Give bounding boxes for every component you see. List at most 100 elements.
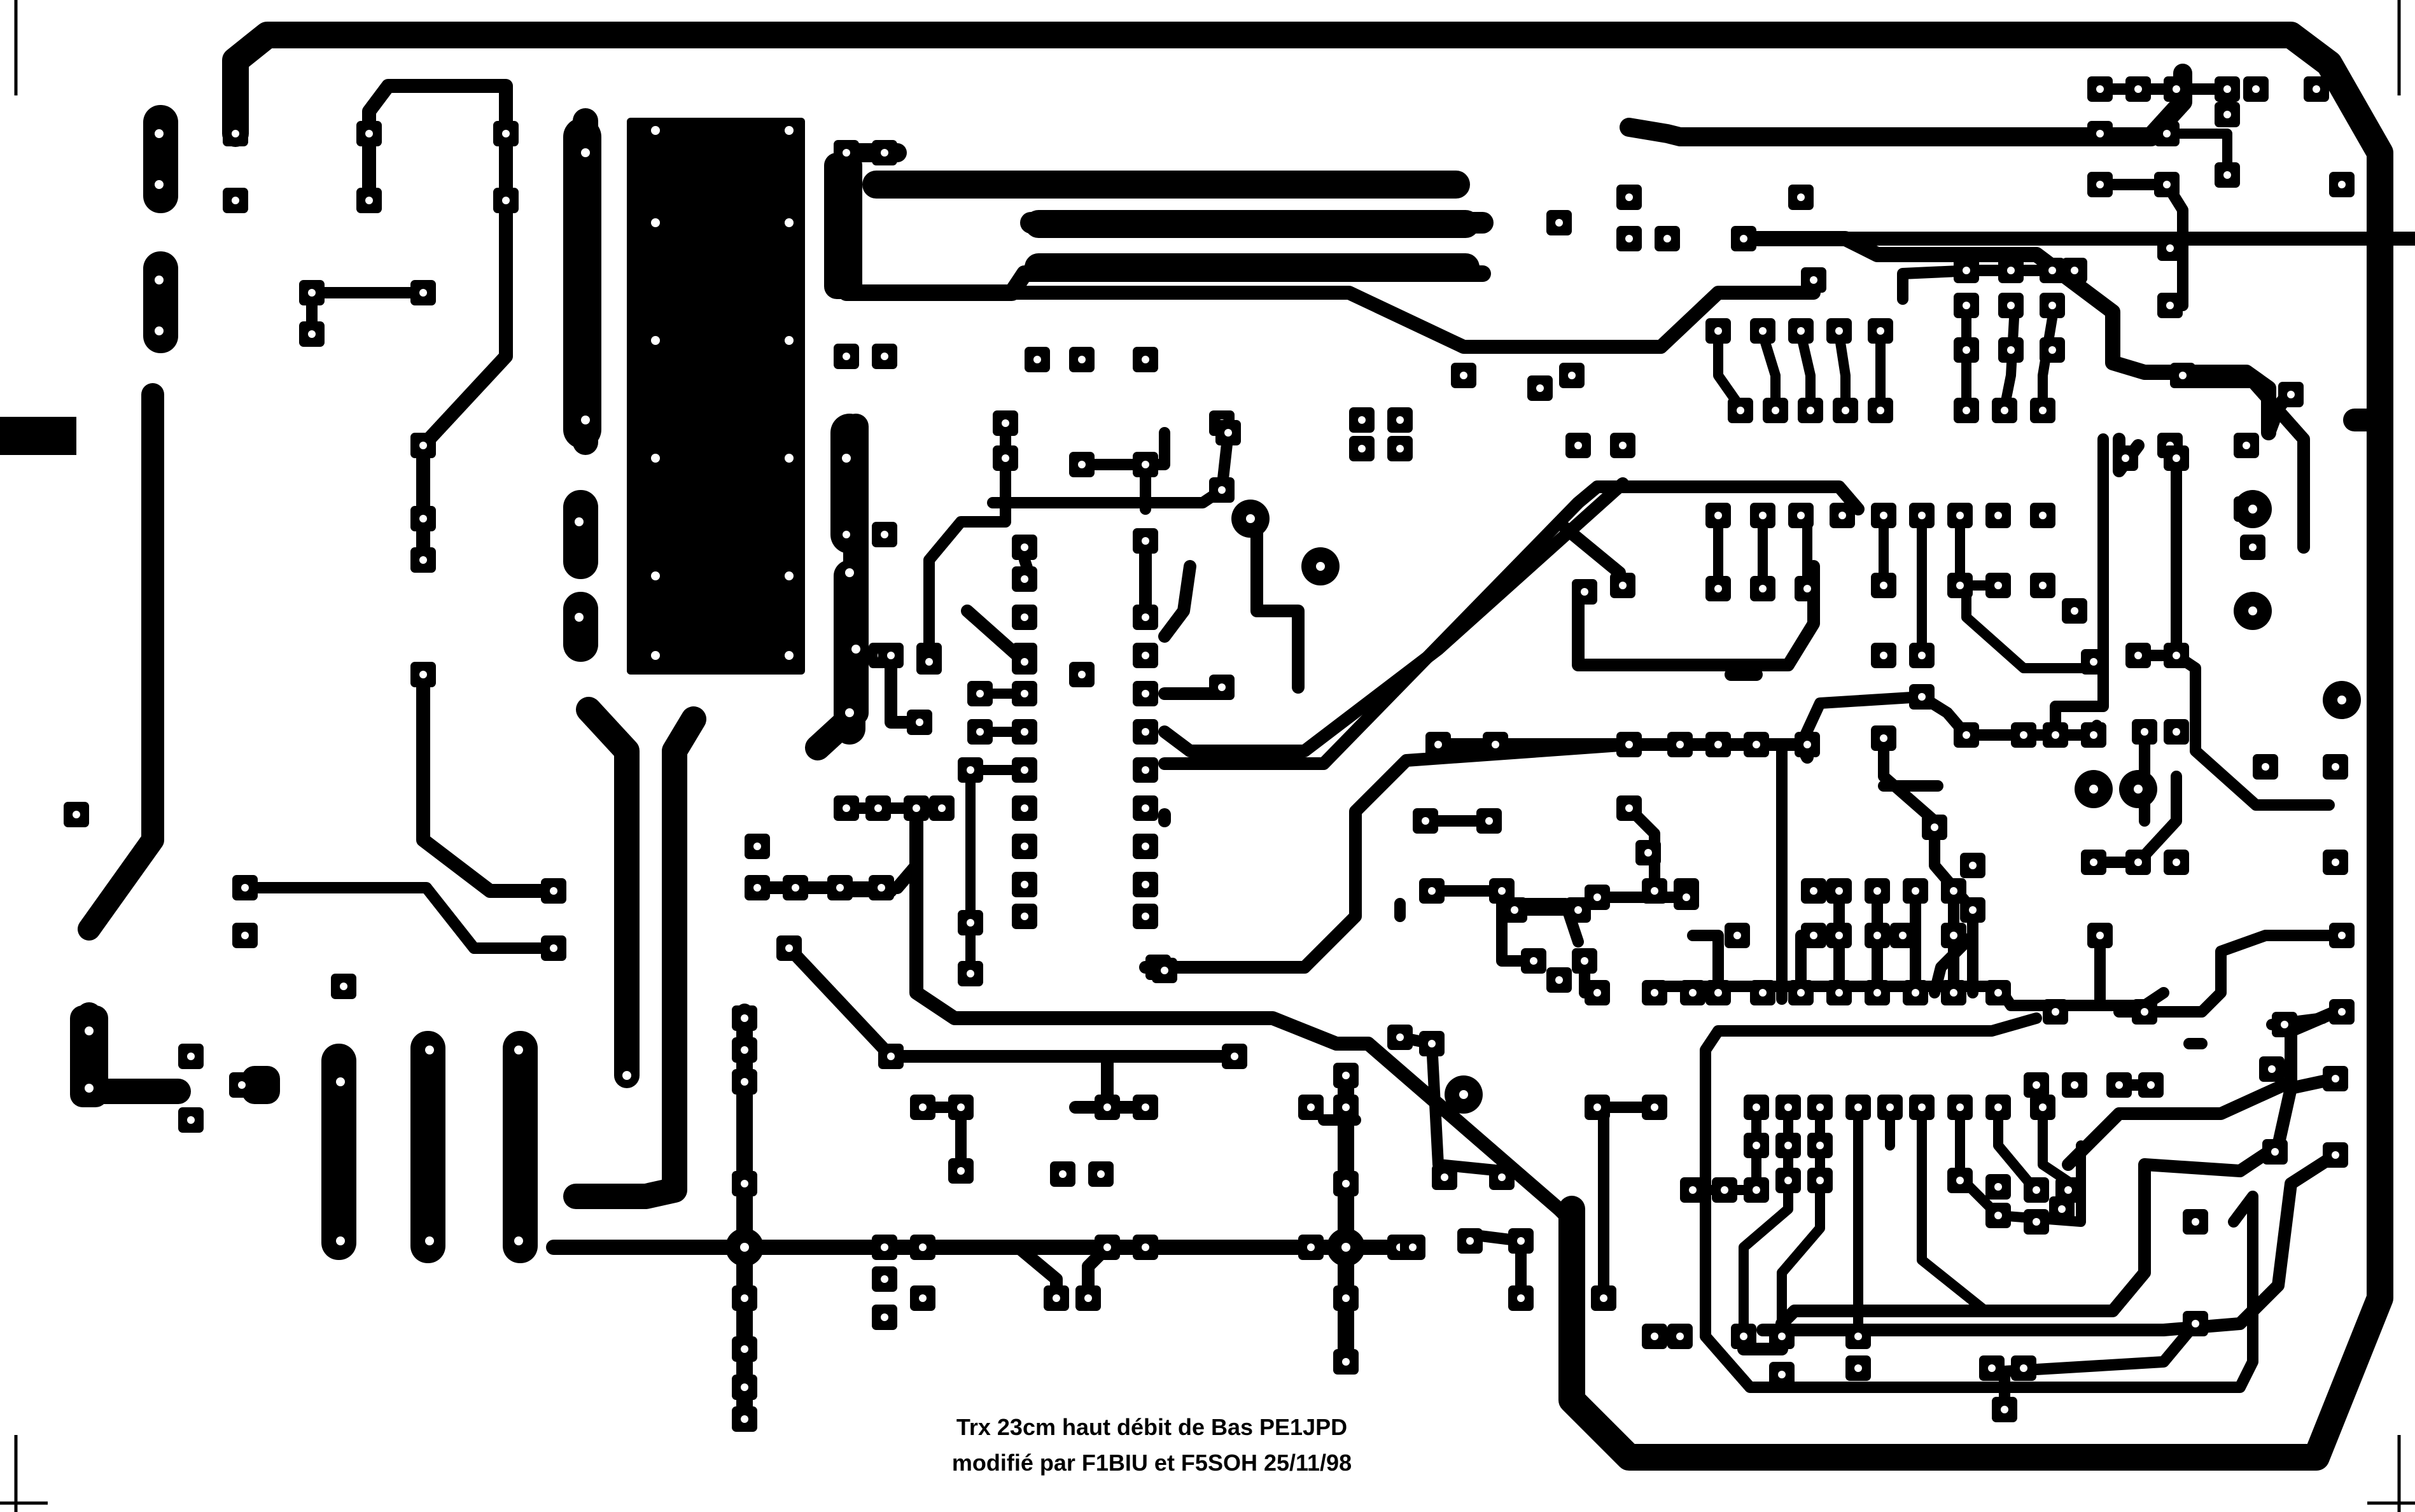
drill-hole — [887, 652, 895, 659]
drill-hole — [1797, 193, 1805, 201]
drill-hole — [1784, 1142, 1792, 1149]
drill-hole — [2033, 1081, 2040, 1089]
drill-hole — [967, 766, 974, 774]
drill-hole — [1963, 267, 1970, 274]
drill-hole — [2332, 1075, 2339, 1082]
drill-hole — [241, 932, 249, 939]
drill-hole — [1078, 356, 1086, 363]
drill-hole — [1021, 690, 1028, 697]
drill-hole — [1021, 766, 1028, 774]
drill-hole — [1342, 1294, 1350, 1302]
drill-hole — [2281, 1021, 2288, 1028]
drill-hole — [2338, 932, 2346, 939]
drill-hole — [1689, 1186, 1697, 1194]
drill-hole — [1316, 562, 1325, 571]
drill-hole — [785, 218, 794, 227]
drill-hole — [581, 148, 590, 157]
drill-hole — [1625, 804, 1633, 812]
drill-hole — [1931, 823, 1938, 831]
drill-hole — [2039, 1103, 2047, 1111]
drill-hole — [1466, 1237, 1474, 1245]
drill-hole — [1161, 967, 1168, 974]
drill-hole — [308, 289, 316, 297]
drill-hole — [1797, 327, 1805, 335]
drill-hole — [1434, 741, 1442, 748]
drill-hole — [1963, 407, 1970, 414]
drill-hole — [232, 130, 239, 137]
drill-hole — [1969, 862, 1977, 869]
caption-line-2: modifié par F1BIU et F5SOH 25/11/98 — [951, 1450, 1352, 1476]
drill-hole — [1663, 235, 1671, 242]
drill-hole — [916, 718, 923, 726]
drill-hole — [2249, 543, 2257, 551]
drill-hole — [155, 180, 164, 189]
drill-hole — [1651, 989, 1658, 997]
drill-hole — [1021, 543, 1028, 551]
drill-hole — [967, 919, 974, 927]
drill-hole — [2058, 1205, 2066, 1213]
drill-hole — [2007, 346, 2015, 354]
drill-hole — [1918, 512, 1926, 519]
drill-hole — [1835, 989, 1843, 997]
drill-hole — [1956, 1103, 1964, 1111]
drill-hole — [2173, 728, 2180, 736]
drill-hole — [1342, 1072, 1350, 1079]
drill-hole — [851, 645, 860, 654]
drill-hole — [1581, 588, 1588, 596]
drill-hole — [1994, 1183, 2002, 1191]
drill-hole — [1994, 512, 2002, 519]
drill-hole — [1498, 1173, 1506, 1181]
drill-hole — [1059, 1170, 1067, 1178]
drill-hole — [976, 690, 984, 697]
drill-hole — [2271, 1148, 2279, 1156]
drill-hole — [1396, 416, 1404, 424]
drill-hole — [622, 1071, 631, 1080]
drill-hole — [1555, 976, 1563, 984]
drill-hole — [1246, 514, 1255, 523]
drill-hole — [575, 517, 584, 526]
drill-hole — [1002, 454, 1009, 462]
drill-hole — [842, 454, 851, 463]
drill-hole — [1880, 582, 1887, 589]
drill-hole — [1721, 1186, 1728, 1194]
drill-hole — [1428, 887, 1436, 895]
drill-hole — [1619, 582, 1627, 589]
drill-hole — [1142, 881, 1149, 888]
drill-hole — [2122, 454, 2129, 462]
drill-hole — [1714, 741, 1722, 748]
drill-hole — [957, 1167, 965, 1175]
drill-hole — [1835, 887, 1843, 895]
drill-hole — [1759, 512, 1767, 519]
drill-hole — [2090, 858, 2097, 866]
drill-hole — [2134, 652, 2142, 659]
drill-hole — [1950, 887, 1957, 895]
drill-hole — [419, 515, 427, 522]
drill-hole — [308, 330, 316, 338]
drill-hole — [881, 1275, 888, 1283]
drill-hole — [1103, 1103, 1111, 1111]
drill-hole — [1838, 512, 1846, 519]
drill-hole — [85, 1084, 94, 1093]
drill-hole — [878, 884, 885, 892]
drill-hole — [2248, 606, 2257, 615]
drill-hole — [187, 1116, 195, 1124]
drill-hole — [1021, 575, 1028, 583]
drill-hole — [155, 326, 164, 335]
drill-hole — [1625, 741, 1633, 748]
drill-hole — [1963, 346, 1970, 354]
drill-hole — [2090, 731, 2097, 739]
drill-hole — [741, 1180, 748, 1187]
drill-hole — [1517, 1237, 1525, 1245]
drill-hole — [792, 884, 799, 892]
drill-hole — [1142, 913, 1149, 920]
drill-hole — [425, 1236, 434, 1245]
drill-hole — [2252, 85, 2260, 93]
drill-hole — [1810, 276, 1817, 284]
drill-hole — [1689, 989, 1697, 997]
drill-hole — [1511, 906, 1518, 914]
drill-hole — [1994, 582, 2002, 589]
copper-fills — [0, 105, 1480, 1263]
drill-hole — [1772, 407, 1779, 414]
drill-hole — [2223, 111, 2231, 118]
drill-hole — [2163, 181, 2171, 188]
